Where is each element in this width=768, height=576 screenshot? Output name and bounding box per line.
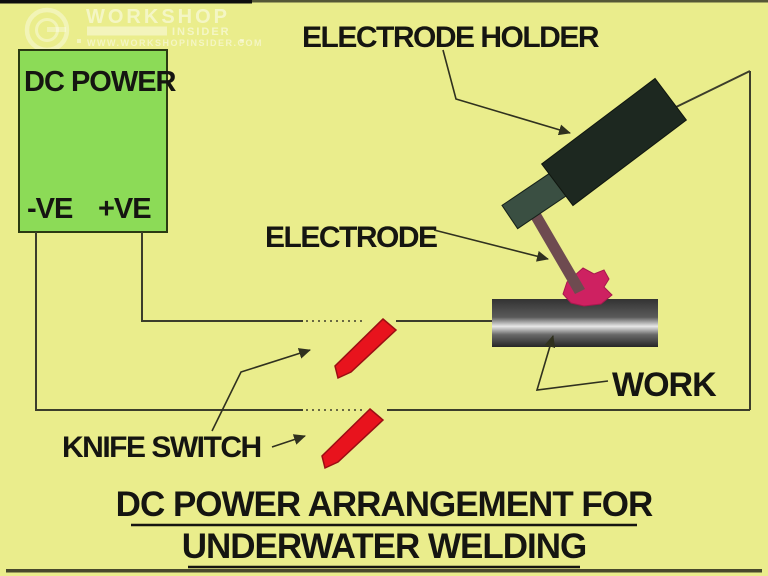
knife-switch-leader-arrow-lower — [271, 434, 306, 448]
watermark-logo-bar — [47, 27, 66, 32]
negative-terminal-label: -VE — [27, 193, 73, 225]
knife-switch-blade-lower — [321, 407, 385, 470]
watermark-url: WWW.WORKSHOPINSIDER.COM — [87, 38, 263, 48]
watermark-dot-right — [240, 39, 244, 43]
knife-switch-blade-upper — [334, 317, 398, 380]
watermark-tagline: INSIDER — [172, 26, 231, 38]
top-border-bar — [0, 0, 252, 4]
work-piece — [492, 299, 658, 347]
dc-power-label: DC POWER — [24, 66, 177, 98]
positive-terminal-label: +VE — [98, 193, 151, 225]
work-leader-arrow — [535, 335, 609, 391]
knife-switch-leader-arrow-upper — [211, 348, 311, 432]
electrode-label: ELECTRODE — [265, 221, 437, 254]
wire-to-holder — [671, 70, 751, 110]
diagram-title-line1: DC POWER ARRANGEMENT FOR — [116, 485, 653, 524]
electrode-holder-body — [540, 77, 688, 207]
diagram-title-line2: UNDERWATER WELDING — [182, 527, 587, 566]
electrode-rod — [526, 205, 585, 294]
wire-positive-lead — [141, 232, 303, 322]
dc-power-box — [18, 49, 168, 233]
electrode-holder-leader-arrow — [442, 49, 571, 136]
top-border-line — [0, 0, 768, 3]
electrode-leader-arrow — [433, 229, 549, 262]
watermark-logo-inner-icon — [35, 18, 59, 42]
electrode-holder-label: ELECTRODE HOLDER — [302, 21, 600, 54]
watermark-dot-left — [77, 39, 81, 43]
watermark-brand: WORKSHOP — [86, 6, 230, 28]
wire-negative-lead — [35, 232, 303, 411]
work-label: WORK — [612, 366, 717, 404]
knife-switch-label: KNIFE SWITCH — [62, 431, 261, 464]
watermark-divider-bar — [87, 26, 167, 36]
bottom-border-bar — [6, 569, 762, 573]
